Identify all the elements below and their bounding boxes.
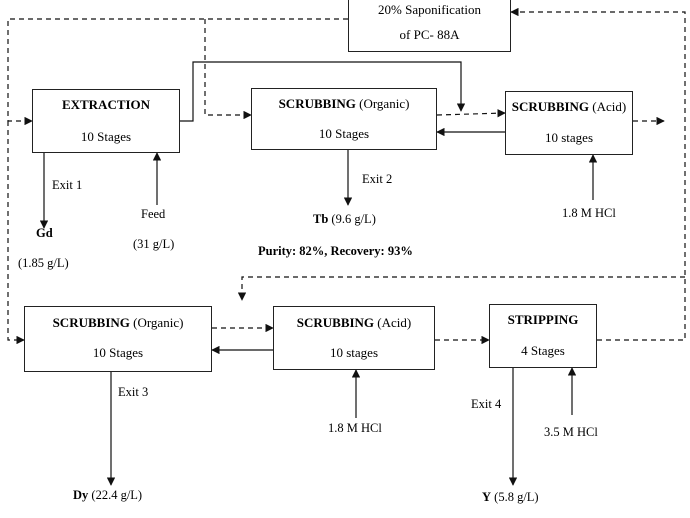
exit4-label: Exit 4 [471, 397, 502, 411]
purity-recovery-label: Purity: 82%, Recovery: 93% [258, 244, 413, 258]
hcl-label-1: 1.8 M HCl [562, 206, 616, 220]
y-label: Y (5.8 g/L) [482, 490, 539, 504]
organic1-to-acid1-line [436, 109, 506, 118]
exit2-label: Exit 2 [362, 172, 393, 186]
feed-label: Feed [141, 207, 166, 221]
hcl-label-2: 1.8 M HCl [328, 421, 382, 435]
saponification-line2: of PC- 88A [399, 27, 460, 42]
saponification-box: 20% Saponification of PC- 88A [348, 0, 511, 52]
stripping-recycle-line [510, 7, 686, 338]
scrubbing-organic-box-1: SCRUBBING (Organic) 10 Stages [251, 88, 437, 150]
gd-label: Gd [36, 226, 53, 240]
scrubbing-organic-box-2: SCRUBBING (Organic) 10 Stages [24, 306, 212, 372]
scrubbing-acid-stages-2: 10 stages [329, 345, 379, 360]
scrubbing-acid-title-1: SCRUBBING (Acid) [511, 99, 627, 114]
extraction-to-scrubbing-line [180, 61, 466, 122]
extraction-stages: 10 Stages [80, 129, 132, 144]
scrubbing-organic-stages-1: 10 Stages [318, 126, 370, 141]
extraction-to-organic2-line [7, 121, 25, 345]
right-to-organic2-line [237, 276, 685, 301]
exit3-label: Exit 3 [118, 385, 149, 399]
extraction-title: EXTRACTION [61, 97, 151, 112]
stripping-stages: 4 Stages [521, 343, 565, 358]
saponification-to-scrubbing-line [204, 19, 252, 120]
exit1-label: Exit 1 [52, 178, 83, 192]
stripping-title: STRIPPING [507, 312, 579, 327]
scrubbing-organic-stages-2: 10 Stages [92, 345, 144, 360]
scrubbing-organic-title-1: SCRUBBING (Organic) [278, 96, 410, 111]
saponification-line1: 20% Saponification [378, 2, 481, 17]
stripping-box: STRIPPING 4 Stages [489, 304, 597, 368]
dy-label: Dy (22.4 g/L) [73, 488, 143, 502]
hcl-label-3: 3.5 M HCl [544, 425, 598, 439]
scrubbing-organic-title-2: SCRUBBING (Organic) [52, 315, 184, 330]
loop-to-extraction-line [7, 18, 348, 126]
tb-label: Tb (9.6 g/L) [313, 212, 376, 226]
scrubbing-acid-box-2: SCRUBBING (Acid) 10 stages [273, 306, 435, 370]
feed-concentration: (31 g/L) [133, 237, 175, 251]
scrubbing-acid-stages-1: 10 stages [544, 130, 594, 145]
extraction-box: EXTRACTION 10 Stages [32, 89, 180, 153]
scrubbing-acid-box-1: SCRUBBING (Acid) 10 stages [505, 91, 633, 155]
gd-concentration: (1.85 g/L) [18, 256, 69, 270]
scrubbing-acid-title-2: SCRUBBING (Acid) [296, 315, 412, 330]
